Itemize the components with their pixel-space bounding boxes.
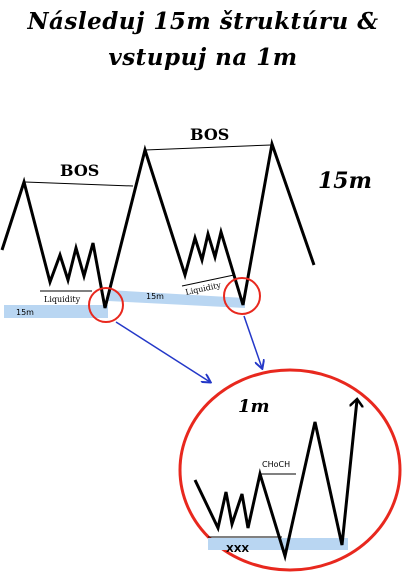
choch-label: CHoCH [262, 460, 290, 469]
timeframe-label-15m: 15m [318, 168, 372, 194]
zone-label-right: 15m [146, 292, 164, 301]
zone-15m-left [4, 305, 108, 318]
zone-1m [208, 538, 348, 550]
zone-15m-right [108, 290, 245, 308]
bos-line-right [144, 144, 272, 151]
liquidity-line-right [181, 274, 235, 287]
bos-line-left [24, 181, 134, 187]
bos-label-right: BOS [190, 125, 229, 144]
entry-circle-right [223, 277, 261, 315]
liquidity-label-left: Liquidity [44, 295, 81, 304]
diagram-title-line2: vstupuj na 1m [108, 44, 298, 71]
zone-label-left: 15m [16, 308, 34, 317]
zoom-circle-1m [178, 368, 402, 572]
price-path-1m [193, 400, 357, 562]
price-path-15m [0, 138, 316, 309]
diagram-title-line1: Následuj 15m štruktúru & [27, 8, 379, 35]
timeframe-label-1m: 1m [238, 396, 270, 417]
bos-label-left: BOS [60, 161, 99, 180]
arrow-to-1m-left [115, 321, 210, 382]
liquidity-label-right: Liquidity [185, 281, 223, 297]
entry-circle-left [88, 287, 124, 323]
arrow-to-1m-right [243, 315, 262, 368]
zone-label-1m: XXX [226, 544, 249, 555]
